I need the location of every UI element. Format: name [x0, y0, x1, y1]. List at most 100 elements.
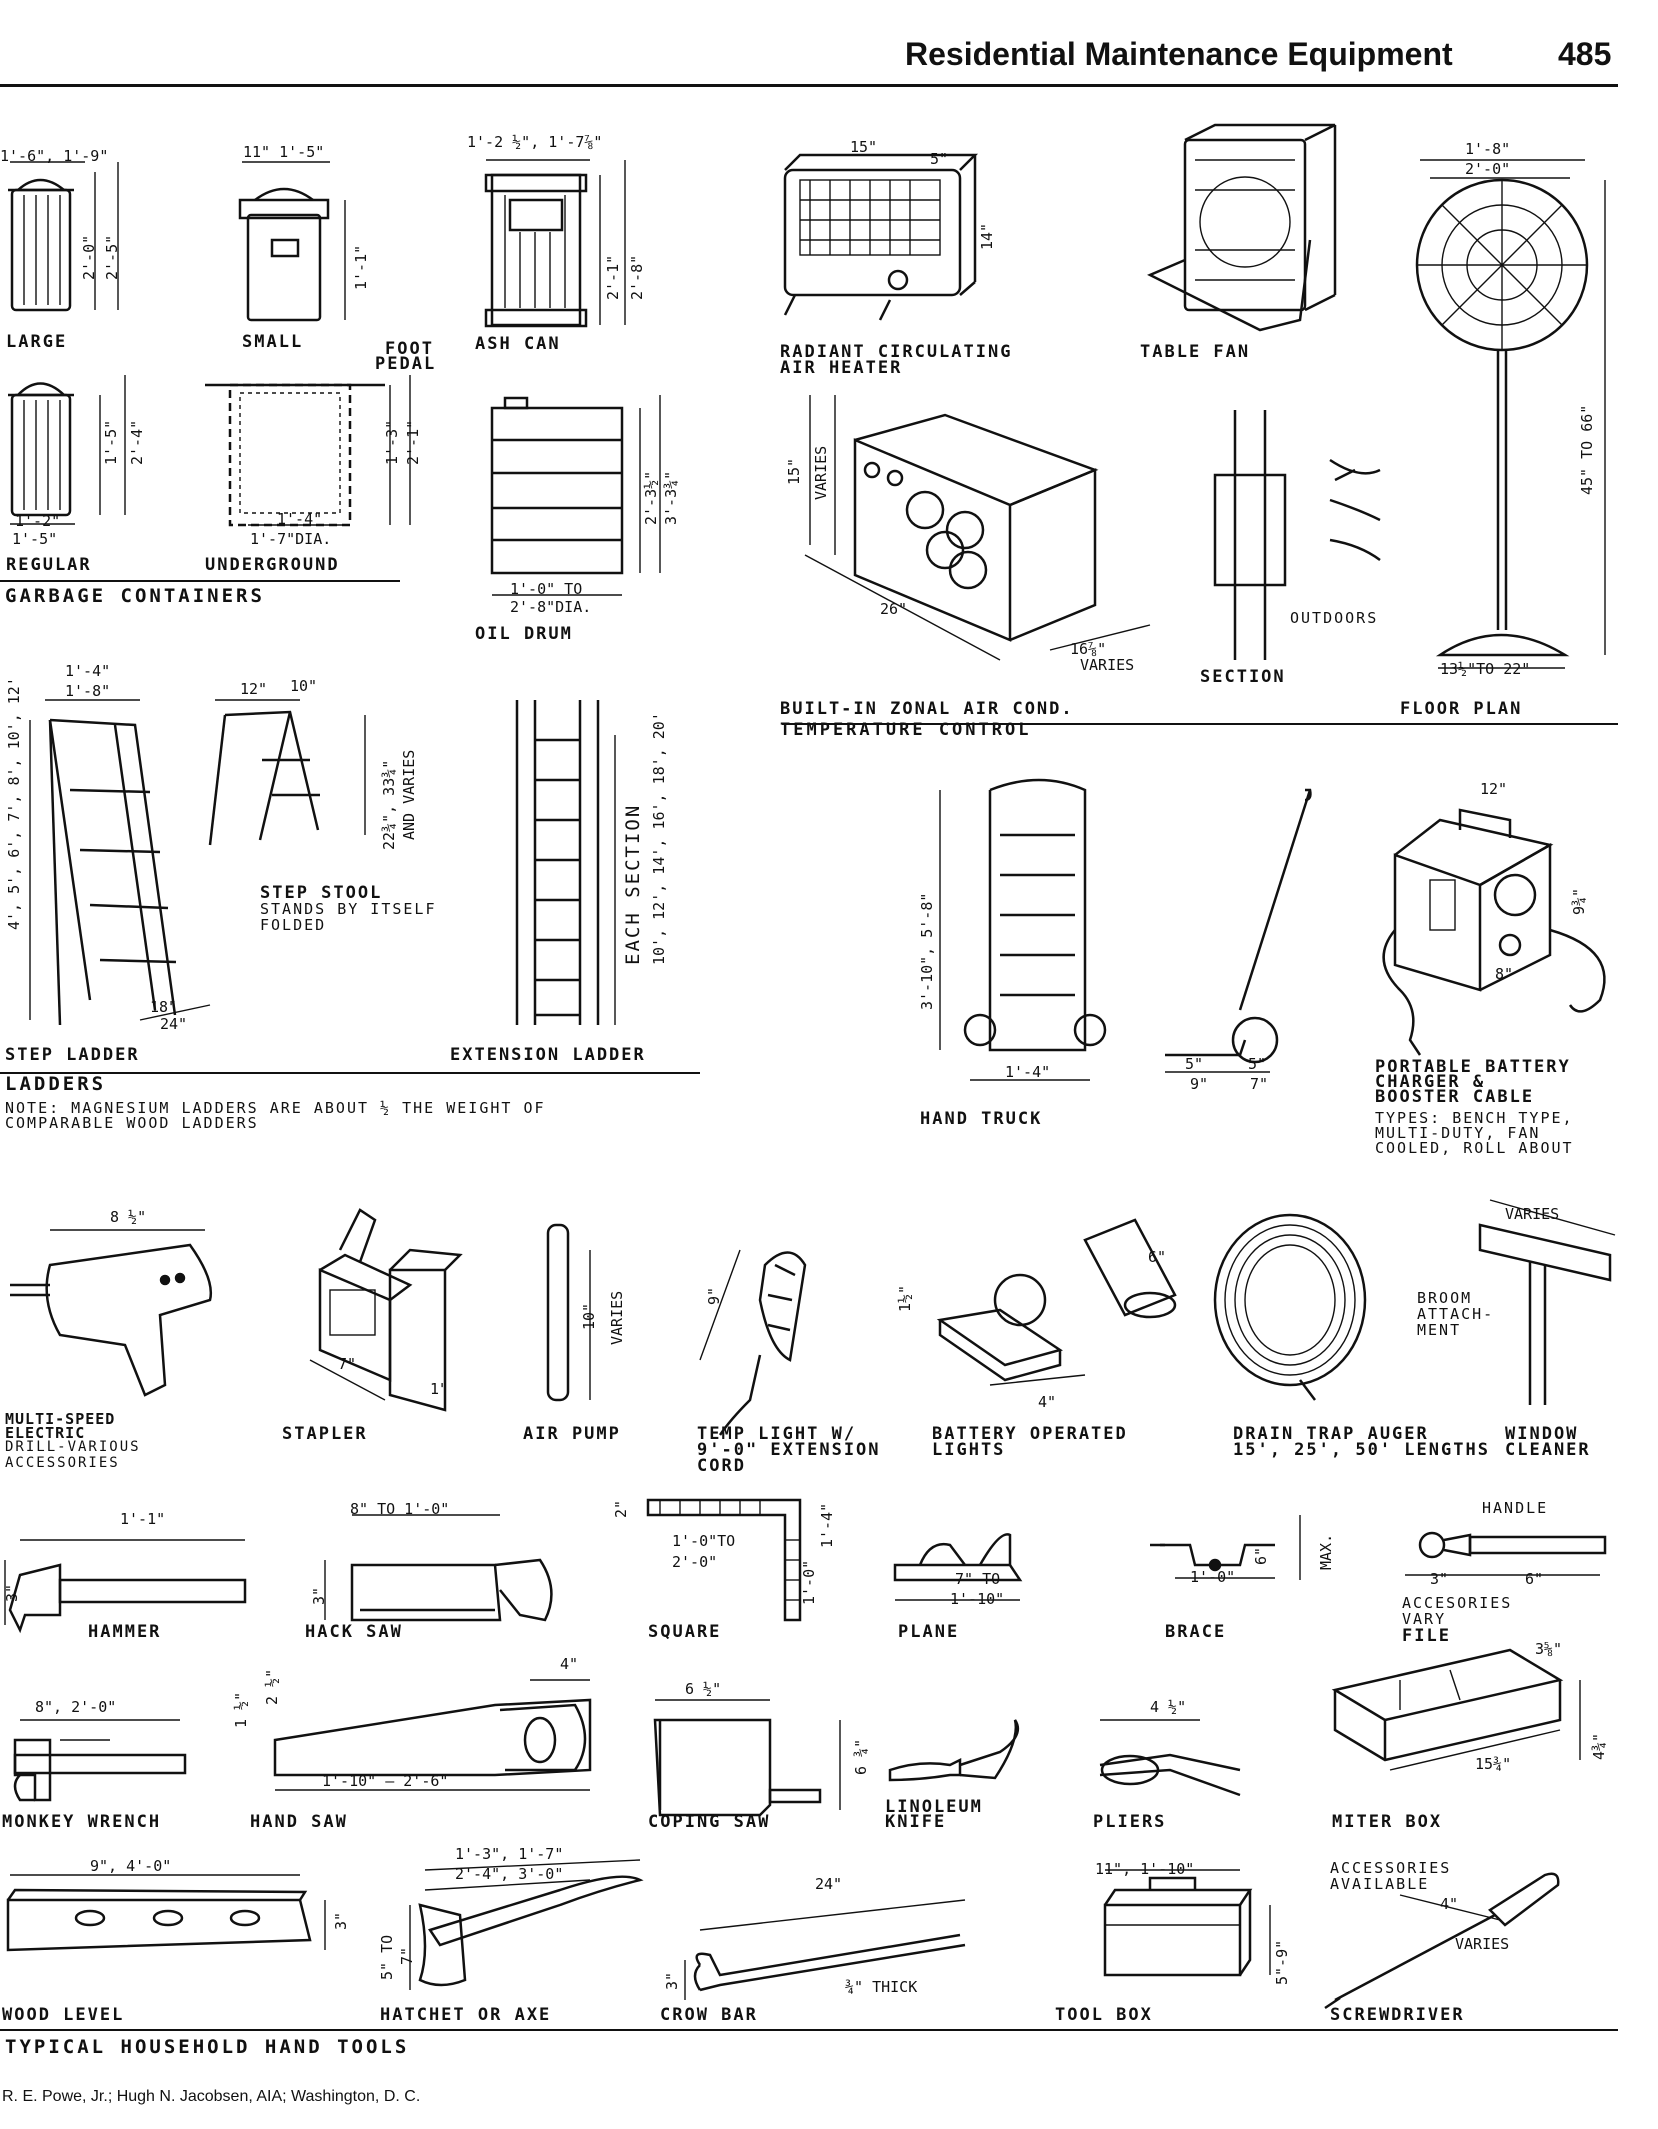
temperature-section-title: TEMPERATURE CONTROL — [780, 720, 1032, 740]
section-label: SECTION — [1200, 667, 1286, 687]
outdoors-label: OUTDOORS — [1290, 609, 1379, 627]
drill-label-2: ELECTRIC — [5, 1424, 86, 1442]
file-width-dim-1: 3" — [1430, 1570, 1449, 1588]
floor-fan-height-dim: 45" TO 66" — [1578, 404, 1596, 495]
cart-dim-c: 9" — [1190, 1075, 1209, 1093]
drill-width-dim: 8 ½" — [110, 1208, 147, 1226]
hatchet-drawing — [409, 1859, 644, 1990]
miter-length-dim: 15¾" — [1475, 1755, 1512, 1773]
charger-types-3: COOLED, ROLL ABOUT — [1375, 1139, 1574, 1157]
hammer-width-dim: 1'-1" — [120, 1510, 166, 1528]
cart-dim-a: 5" — [1185, 1055, 1204, 1073]
zonal-height-dim-1: 15" — [785, 457, 803, 485]
handsaw-thickness-dim-2: 2 ½" — [263, 1668, 281, 1705]
hand-truck-label: HAND TRUCK — [920, 1109, 1043, 1129]
broom-label-3: MENT — [1417, 1321, 1462, 1339]
handsaw-thickness-dim-1: 1 ½" — [232, 1691, 250, 1728]
stapler-width-dim: 1" — [430, 1380, 449, 1398]
step-stool-note-1: STANDS BY ITSELF — [260, 900, 437, 918]
pliers-width-dim: 4 ½" — [1150, 1698, 1187, 1716]
linoleum-knife-label-1: LINOLEUM — [885, 1797, 983, 1817]
oil-width-dim-2: 2'-8"DIA. — [510, 598, 592, 616]
hatchet-height-dim-2: 7" — [398, 1946, 416, 1965]
lights-width-dim: 4" — [1038, 1393, 1057, 1411]
hatchet-label: HATCHET OR AXE — [380, 2005, 552, 2025]
monkey-wrench-label: MONKEY WRENCH — [2, 1812, 162, 1832]
file-drawing — [1405, 1531, 1607, 1576]
pliers-label: PLIERS — [1093, 1812, 1167, 1832]
level-width-dim: 9", 4'-0" — [90, 1857, 172, 1875]
drill-label-4: ACCESSORIES — [5, 1455, 120, 1471]
regular-width-dim-1: 1'-2" — [15, 512, 61, 530]
hacksaw-height-dim: 3" — [310, 1586, 328, 1605]
crowbar-height-dim: 3" — [663, 1971, 681, 1990]
screwdriver-label: SCREWDRIVER — [1330, 2005, 1465, 2025]
radiant-heater-drawing — [783, 153, 979, 321]
tool-box-drawing — [1103, 1869, 1271, 1977]
hand-saw-label: HAND SAW — [250, 1812, 348, 1832]
hand-cart-drawing — [1165, 788, 1312, 1073]
stool-width-dim-2: 10" — [290, 677, 318, 695]
wood-level-label: WOOD LEVEL — [2, 2005, 125, 2025]
coping-saw-drawing — [653, 1699, 841, 1817]
temp-light-label-3: CORD — [697, 1456, 746, 1476]
battery-charger-drawing — [1382, 808, 1606, 1056]
file-handle-label: HANDLE — [1482, 1499, 1549, 1517]
charger-depth-dim: 8" — [1495, 965, 1514, 983]
stapler-depth-dim: 7" — [338, 1355, 357, 1373]
wrench-width-dim: 8", 2'-0" — [35, 1698, 117, 1716]
ladder-depth-dim-1: 18" — [150, 998, 178, 1016]
ash-width-dim: 1'-2 ½", 1'-7⅞" — [467, 133, 603, 151]
toolbox-height-dim: 5"-9" — [1273, 1939, 1291, 1985]
oil-width-dim-1: 1'-0" TO — [510, 580, 583, 598]
step-ladder-drawing — [29, 699, 211, 1026]
underground-dia-dim: 1'-7"DIA. — [250, 530, 332, 548]
zonal-depth-dim-1: 16⅞" — [1070, 640, 1107, 658]
ash-can-drawing — [484, 159, 626, 328]
temp-light-label-1: TEMP LIGHT W/ — [697, 1424, 857, 1444]
crowbar-width-dim: 24" — [815, 1875, 843, 1893]
table-fan-drawing — [1147, 123, 1337, 332]
pump-height-dim-1: 10" — [580, 1302, 598, 1330]
hack-saw-label: HACK SAW — [305, 1622, 403, 1642]
square-thickness-dim: 2" — [612, 1499, 630, 1518]
air-pump-label: AIR PUMP — [523, 1424, 621, 1444]
charger-height-dim: 9¾" — [1570, 887, 1588, 915]
drill-drawing — [10, 1229, 213, 1397]
temp-light-drawing — [699, 1249, 807, 1436]
ladders-section-title: LADDERS — [5, 1073, 107, 1095]
regular-height-dim-1: 1'-5" — [102, 419, 120, 465]
stool-height-dim-2: AND VARIES — [400, 749, 418, 840]
charger-types-2: MULTI-DUTY, FAN — [1375, 1124, 1541, 1142]
regular-can-drawing — [8, 375, 126, 525]
window-cleaner-label-1: WINDOW — [1505, 1424, 1579, 1444]
table-fan-label: TABLE FAN — [1140, 342, 1251, 362]
monkey-wrench-drawing — [13, 1719, 187, 1802]
floor-fan-width-dim-2: 2'-0" — [1465, 160, 1511, 178]
miter-height-dim: 4¾" — [1590, 1732, 1608, 1760]
file-width-dim-2: 6" — [1525, 1570, 1544, 1588]
hatchet-width-dim-1: 1'-3", 1'-7" — [455, 1845, 564, 1863]
truck-width-dim: 1'-4" — [1005, 1063, 1051, 1081]
auger-label-2: 15', 25', 50' LENGTHS — [1233, 1440, 1490, 1460]
hammer-height-dim: 3" — [3, 1583, 21, 1602]
hack-saw-drawing — [324, 1514, 553, 1622]
small-label: SMALL — [242, 332, 304, 352]
underground-height-dim-1: 1'-3" — [383, 419, 401, 465]
miter-box-label: MITER BOX — [1332, 1812, 1443, 1832]
ladder-height-dim: 4', 5', 6', 7', 8', 10', 12' — [5, 677, 23, 930]
screwdriver-width-dim-2: VARIES — [1455, 1935, 1510, 1953]
ash-height-dim-2: 2'-8" — [628, 254, 646, 300]
plane-width-dim-1: 7" TO — [955, 1570, 1001, 1588]
window-width-dim: VARIES — [1505, 1205, 1560, 1223]
page-credit: R. E. Powe, Jr.; Hugh N. Jacobsen, AIA; … — [2, 2088, 421, 2105]
garbage-section-title: GARBAGE CONTAINERS — [5, 585, 265, 607]
step-stool-note-2: FOLDED — [260, 916, 327, 934]
large-height-dim-1: 2'-0" — [80, 234, 98, 280]
ladders-note-line-2: COMPARABLE WOOD LADDERS — [5, 1114, 259, 1132]
zonal-height-dim-2: VARIES — [812, 445, 830, 500]
miter-width-dim: 3⅝" — [1535, 1640, 1563, 1658]
step-stool-label: STEP STOOL — [260, 883, 383, 903]
drain-auger-drawing — [1213, 1213, 1367, 1401]
miter-box-drawing — [1331, 1648, 1581, 1771]
